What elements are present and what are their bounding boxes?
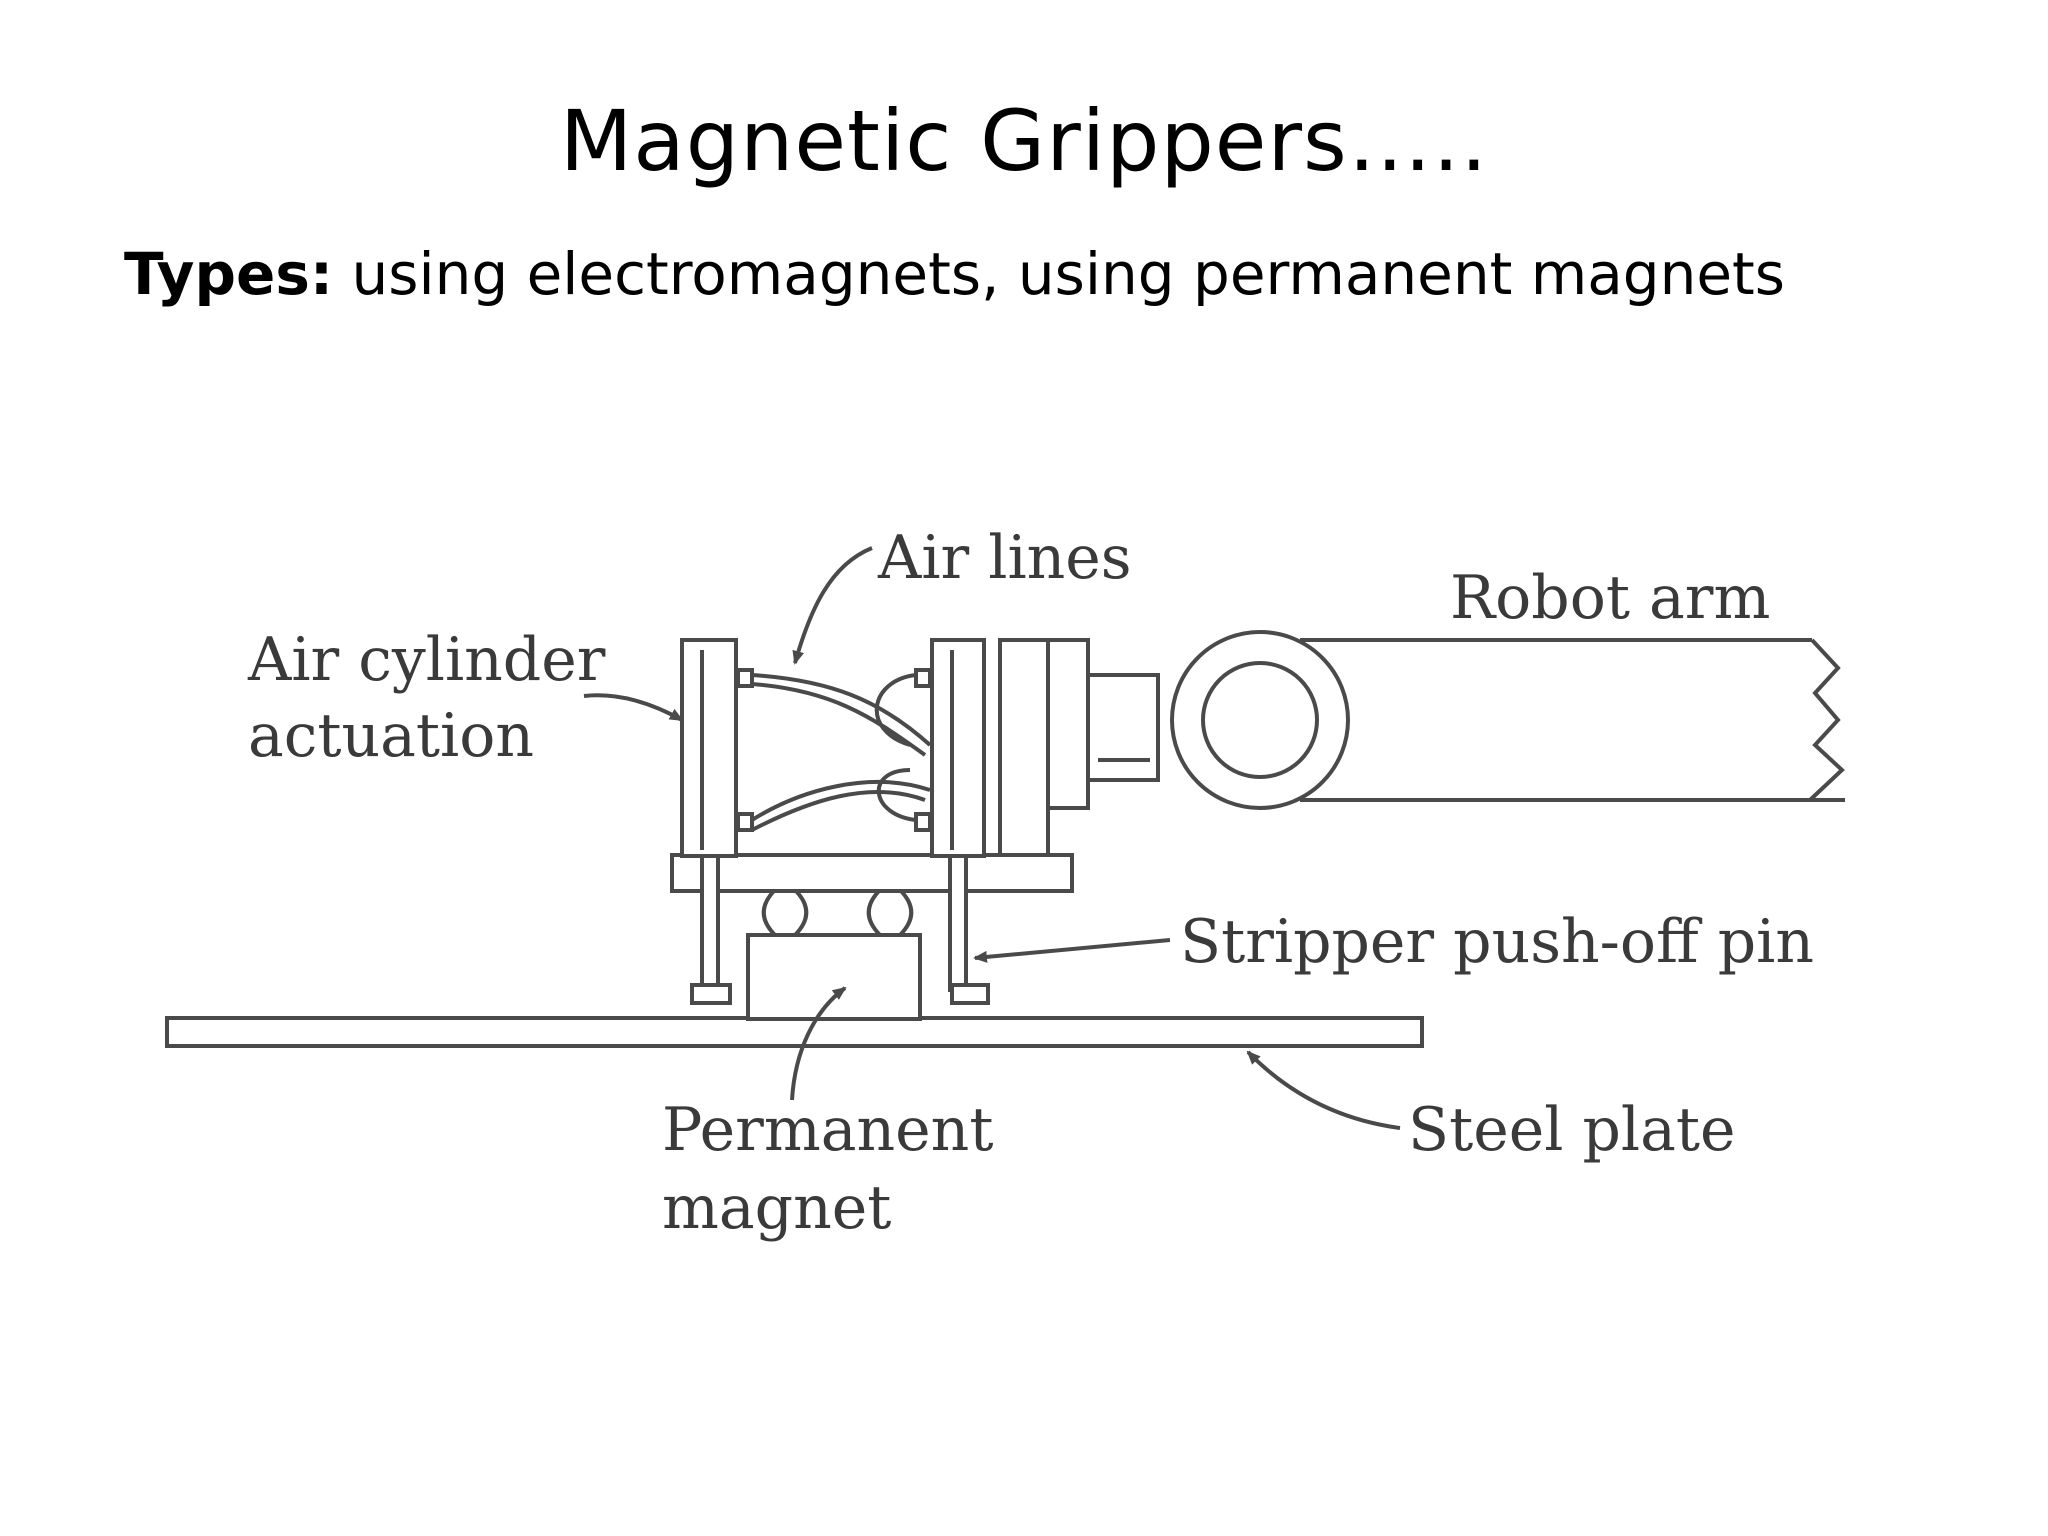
air-cylinder-left-plate [680, 638, 754, 858]
types-text: using electromagnets, using permanent ma… [333, 240, 1786, 308]
stripper-pin-arrow [973, 938, 1171, 963]
wrist-connector [1086, 673, 1160, 782]
label-robot-arm: Robot arm [1450, 563, 1770, 633]
magnet-connectors [761, 888, 914, 937]
slide-title: Magnetic Grippers….. [559, 92, 1489, 190]
label-actuation: actuation [248, 701, 534, 771]
air-cylinder-right-plate [914, 638, 986, 858]
label-air-lines: Air lines [877, 523, 1132, 593]
stripper-pin-left [690, 838, 732, 1005]
types-line: Types: using electromagnets, using perma… [124, 240, 1785, 308]
mounting-bracket [998, 638, 1090, 857]
robot-arm [1300, 638, 1845, 802]
permanent-magnet-block [746, 933, 922, 1021]
steel-plate [165, 1016, 1424, 1048]
types-label: Types: [124, 240, 334, 308]
label-stripper-pin: Stripper push-off pin [1180, 907, 1814, 977]
air-cylinder-arrow [583, 693, 684, 722]
mounting-plate [670, 853, 1074, 893]
steel-plate-arrow [1246, 1050, 1401, 1130]
label-permanent: Permanent [662, 1095, 993, 1165]
label-magnet: magnet [662, 1173, 891, 1243]
air-line-tubes [750, 673, 932, 832]
air-lines-arrow [792, 546, 873, 665]
label-steel-plate: Steel plate [1408, 1095, 1735, 1165]
label-air-cylinder: Air cylinder [247, 625, 606, 695]
robot-wrist-joint [1170, 630, 1350, 810]
permanent-magnet-arrow [790, 986, 847, 1101]
